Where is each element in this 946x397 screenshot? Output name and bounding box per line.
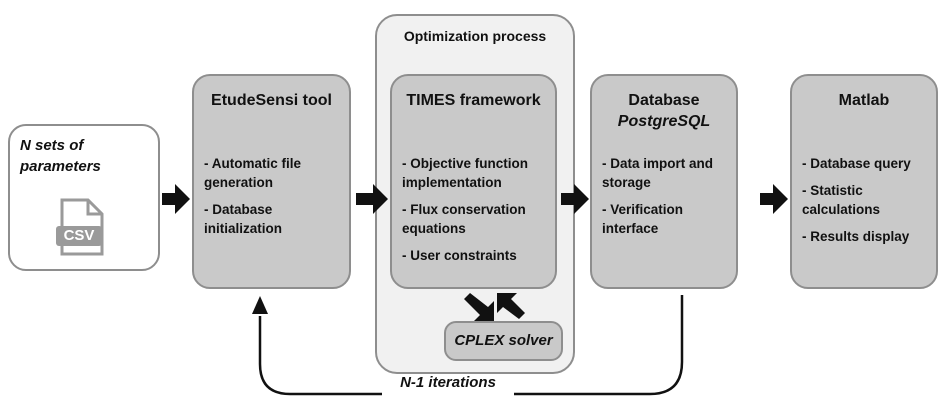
arrow-cplex-to-times	[497, 293, 525, 319]
iterations-label: N-1 iterations	[400, 374, 496, 391]
matlab-item: - Statistic calculations	[802, 183, 881, 217]
etudesensi-item: - Database initialization	[204, 202, 283, 236]
times-item: - Flux conservation equations	[402, 202, 526, 236]
database-title: Database	[628, 92, 700, 109]
etudesensi-item: - Automatic file generation	[204, 156, 302, 190]
loop-arrowhead	[252, 296, 268, 314]
etudesensi-tool-box: EtudeSensi tool - Automatic file generat…	[192, 74, 351, 289]
arrow-times-to-database	[561, 184, 589, 214]
parameters-input-box: N sets of parameters CSV	[8, 124, 160, 271]
times-framework-box: TIMES framework - Objective function imp…	[390, 74, 557, 289]
database-item: - Verification interface	[602, 202, 684, 236]
csv-icon-text: CSV	[63, 227, 95, 244]
parameters-label: N sets of parameters	[20, 137, 101, 175]
cplex-solver-box: CPLEX solver	[444, 321, 563, 361]
arrow-etudesensi-to-times	[356, 184, 388, 214]
matlab-title: Matlab	[838, 92, 890, 109]
etudesensi-title: EtudeSensi tool	[211, 92, 332, 109]
matlab-item: - Results display	[802, 229, 910, 244]
arrow-times-to-cplex	[464, 293, 494, 321]
times-item: - Objective function implementation	[402, 156, 529, 190]
arrow-input-to-etudesensi	[162, 184, 190, 214]
arrow-database-to-matlab	[760, 184, 788, 214]
matlab-box: Matlab - Database query - Statistic calc…	[790, 74, 938, 289]
optimization-process-label: Optimization process	[403, 28, 547, 44]
times-title: TIMES framework	[406, 92, 541, 109]
database-box: Database PostgreSQL - Data import and st…	[590, 74, 738, 289]
matlab-item: - Database query	[802, 156, 911, 171]
cplex-solver-label: CPLEX solver	[454, 332, 553, 349]
times-item: - User constraints	[402, 248, 517, 263]
csv-file-icon: CSV	[54, 198, 110, 258]
database-item: - Data import and storage	[602, 156, 714, 190]
database-subtitle: PostgreSQL	[617, 113, 711, 130]
